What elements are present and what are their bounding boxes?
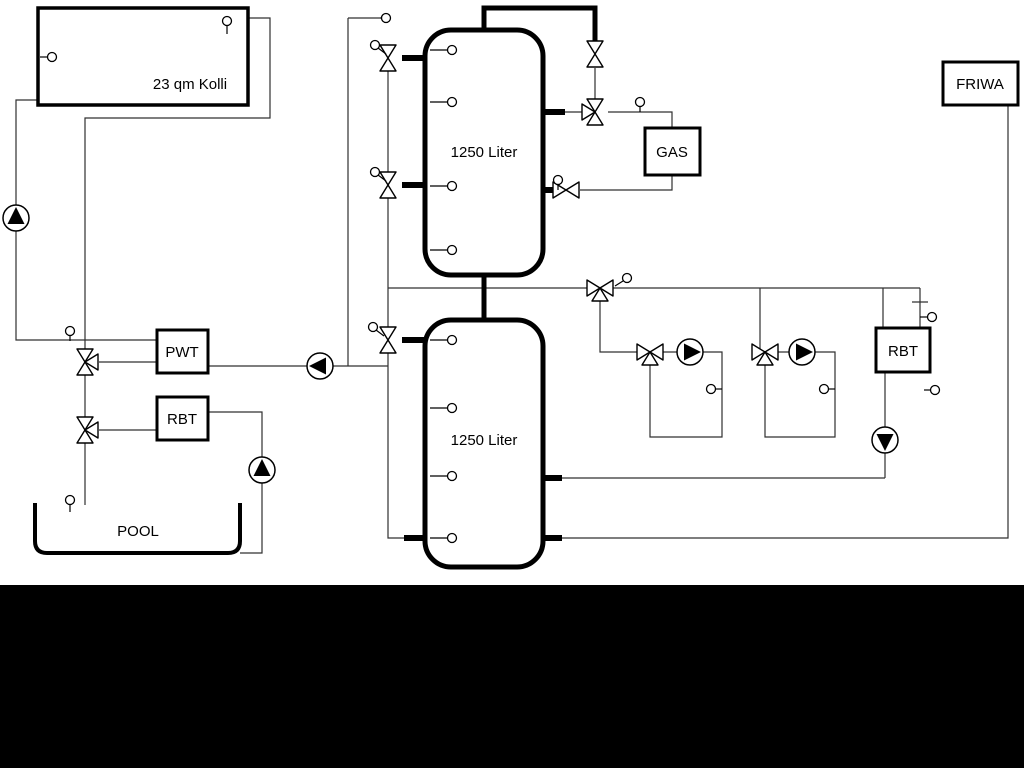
sensor-icon bbox=[430, 44, 458, 56]
friwa-label: FRIWA bbox=[956, 76, 1004, 93]
buffer-tank-upper bbox=[422, 27, 546, 278]
rbt-right-label: RBT bbox=[888, 343, 918, 360]
sensor-icon bbox=[920, 311, 938, 323]
rbt-right-box bbox=[874, 326, 932, 374]
sensor-icon bbox=[64, 494, 76, 512]
solar-collector-box bbox=[36, 6, 250, 107]
pump-icon bbox=[306, 352, 334, 380]
sensor-icon bbox=[430, 180, 458, 192]
pump-icon bbox=[2, 204, 30, 232]
sensor-icon bbox=[369, 39, 387, 55]
pool-shape bbox=[33, 503, 242, 555]
pump-icon bbox=[788, 338, 816, 366]
gas-label: GAS bbox=[656, 144, 688, 161]
sensor-icon bbox=[634, 96, 646, 112]
sensor-icon bbox=[430, 470, 458, 482]
rbt-left-box bbox=[155, 395, 210, 442]
sensor-icon bbox=[64, 325, 76, 341]
friwa-box bbox=[941, 60, 1020, 107]
pwt-box bbox=[155, 328, 210, 375]
sensor-icon bbox=[430, 402, 458, 414]
sensor-icon bbox=[818, 383, 835, 395]
pwt-label: PWT bbox=[165, 344, 198, 361]
sensor-icon bbox=[380, 12, 392, 24]
pump-icon bbox=[248, 456, 276, 484]
sensor-icon bbox=[221, 15, 233, 34]
buffer-tank-lower bbox=[422, 317, 546, 570]
letterbox-band bbox=[0, 585, 1024, 768]
sensor-icon bbox=[367, 321, 385, 337]
buffer-tank-lower-label: 1250 Liter bbox=[451, 432, 518, 449]
sensor-icon bbox=[924, 384, 941, 396]
pump-icon bbox=[676, 338, 704, 366]
gas-boiler-box bbox=[643, 126, 702, 177]
sensor-icon bbox=[614, 272, 633, 287]
pool-label: POOL bbox=[117, 523, 159, 540]
sensor-icon bbox=[430, 532, 458, 544]
sensor-icon bbox=[430, 334, 458, 346]
top-header-pipe bbox=[481, 5, 598, 41]
sensor-icon bbox=[430, 244, 458, 256]
sensor-icon bbox=[552, 174, 564, 190]
tank-port-stubs bbox=[402, 55, 565, 541]
buffer-tank-upper-label: 1250 Liter bbox=[451, 144, 518, 161]
pump-icon bbox=[871, 426, 899, 454]
collector-label: 23 qm Kolli bbox=[153, 76, 227, 93]
sensor-icon bbox=[430, 96, 458, 108]
sensor-icon bbox=[705, 383, 722, 395]
rbt-left-label: RBT bbox=[167, 411, 197, 428]
sensor-icon bbox=[369, 166, 387, 182]
sensor-icon bbox=[40, 51, 58, 63]
